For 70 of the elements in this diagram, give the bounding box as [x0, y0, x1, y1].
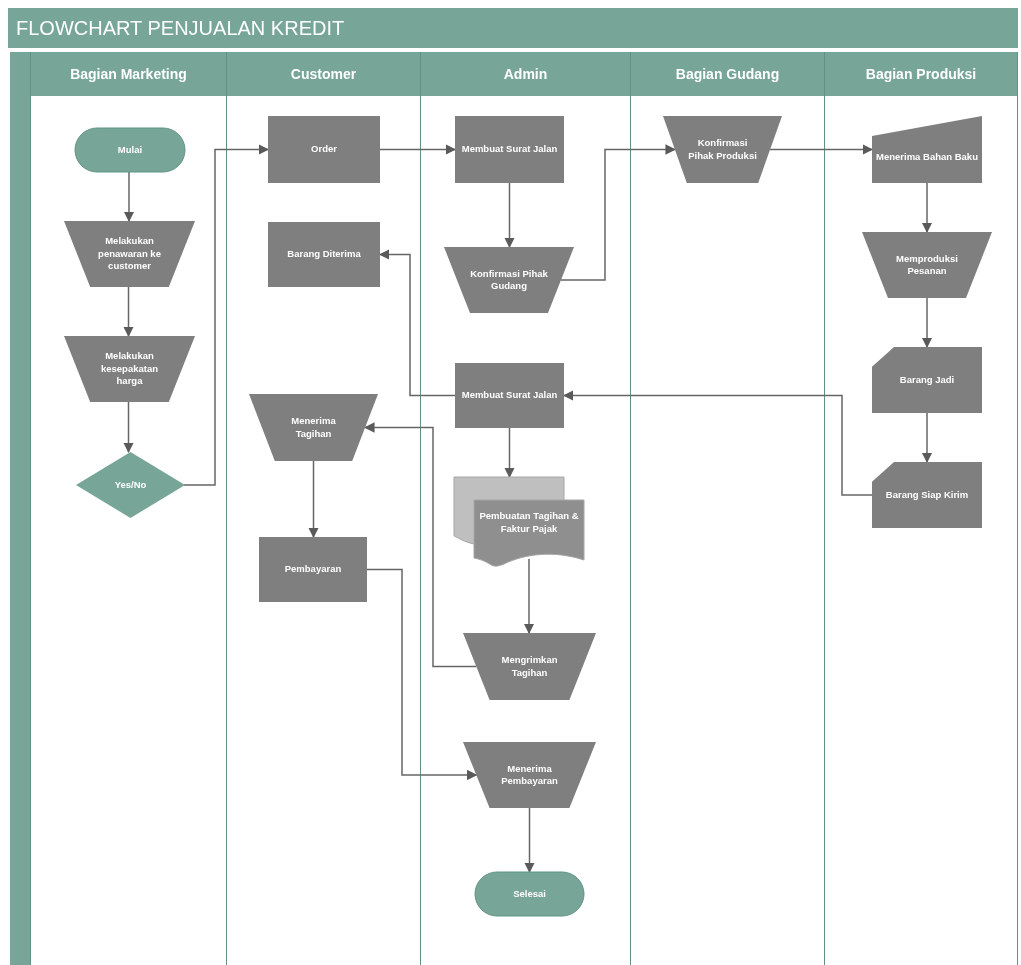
- card-shape: [872, 347, 982, 413]
- lane-header: Bagian Marketing: [31, 52, 226, 97]
- lane-header: Admin: [421, 52, 630, 97]
- step-label: Pembuatan Tagihan & Faktur Pajak: [478, 509, 580, 536]
- process-box: [455, 116, 564, 183]
- step-label: Menerima Tagihan: [290, 414, 337, 441]
- lane-header: Bagian Gudang: [631, 52, 824, 97]
- arrow: [504, 182, 515, 249]
- card-shape: [872, 462, 982, 528]
- terminator: [475, 872, 584, 916]
- terminator: [75, 128, 185, 172]
- arrow: [378, 249, 456, 397]
- step-label: Barang Diterima: [286, 247, 362, 262]
- step-label: Menerima Bahan Baku: [876, 149, 978, 164]
- step-label: Memproduksi Pesanan: [895, 251, 959, 278]
- manual-operation: [64, 221, 195, 287]
- swimlane: [421, 52, 631, 965]
- title-bar: FLOWCHART PENJUALAN KREDIT: [8, 8, 1018, 48]
- document-stack: [454, 477, 584, 566]
- lane-header: Bagian Produksi: [825, 52, 1017, 97]
- arrow: [123, 286, 134, 338]
- arrow: [183, 144, 270, 486]
- manual-operation: [249, 394, 378, 461]
- arrow: [921, 297, 933, 349]
- arrow: [379, 144, 457, 155]
- process-box: [268, 116, 380, 183]
- manual-operation: [463, 633, 596, 700]
- arrow: [523, 558, 535, 635]
- decision-diamond: [76, 452, 185, 518]
- arrow: [562, 390, 873, 496]
- step-label: Barang Jadi: [898, 372, 956, 387]
- arrow: [308, 460, 319, 539]
- step-label: Pembayaran: [283, 562, 343, 577]
- arrow: [524, 807, 535, 874]
- step-label: Menerima Pembayaran: [500, 761, 559, 788]
- arrow: [921, 182, 933, 234]
- swimlane: [30, 52, 227, 965]
- step-label: Mulai: [116, 142, 144, 157]
- manual-operation: [663, 116, 782, 183]
- step-label: Selesai: [512, 886, 547, 901]
- swimlane: [631, 52, 825, 965]
- step-label: Barang Siap Kirim: [884, 487, 970, 502]
- manual-input: [872, 116, 982, 183]
- process-box: [259, 537, 367, 602]
- process-box: [268, 222, 380, 287]
- arrow: [364, 422, 478, 668]
- step-label: Konfirmasi Pihak Gudang: [469, 266, 549, 293]
- arrow: [366, 568, 478, 781]
- step-label: Melakukan penawaran ke customer: [97, 234, 162, 274]
- manual-operation: [64, 336, 195, 402]
- manual-operation: [463, 742, 596, 808]
- process-box: [455, 363, 564, 428]
- arrow: [504, 427, 515, 479]
- step-label: Order: [310, 142, 338, 157]
- step-label: Membuat Surat Jalan: [460, 142, 559, 157]
- manual-operation: [444, 247, 574, 313]
- arrow: [123, 401, 134, 454]
- step-label: Yes/No: [113, 477, 148, 492]
- arrow: [123, 171, 135, 223]
- step-label: Melakukan kesepakatan harga: [99, 349, 159, 389]
- lane-header: Customer: [227, 52, 420, 97]
- step-label: Membuat Surat Jalan: [460, 388, 559, 403]
- swimlane: [825, 52, 1018, 965]
- step-label: Mengrimkan Tagihan: [500, 653, 559, 680]
- manual-operation: [862, 232, 992, 298]
- swimlane: [227, 52, 421, 965]
- arrow: [921, 412, 933, 464]
- step-label: Konfirmasi Pihak Produksi: [687, 136, 758, 163]
- arrow: [769, 144, 874, 155]
- arrow: [560, 144, 676, 281]
